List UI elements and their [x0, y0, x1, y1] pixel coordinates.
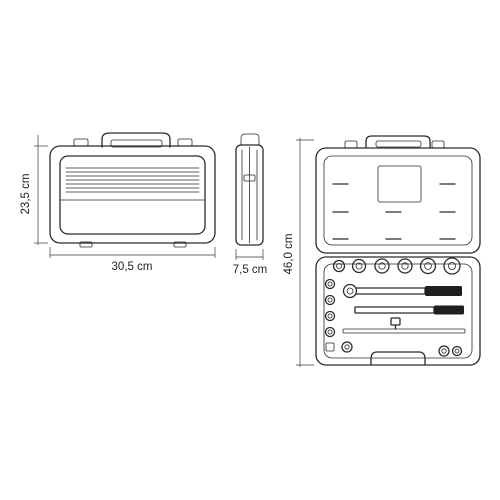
long-bar-icon	[342, 328, 466, 334]
socket-icon	[324, 326, 336, 338]
socket-row-bottom	[438, 345, 463, 357]
side-profile-handle	[240, 133, 260, 146]
closed-width-dimension: 30,5 cm	[49, 247, 216, 273]
socket-icon	[341, 341, 353, 353]
open-case-base	[315, 256, 481, 366]
closed-case-inner-panel	[59, 155, 206, 235]
closed-case-front-view	[49, 132, 216, 248]
closed-case-foot-left	[79, 241, 93, 248]
side-profile-outline	[235, 144, 264, 246]
socket-icon	[332, 259, 346, 273]
ratchet-icon	[342, 283, 462, 299]
open-case-base-handle	[370, 351, 426, 366]
socket-column-left	[324, 278, 353, 353]
open-case-lid-inner	[323, 155, 473, 246]
open-case-lid-handle	[365, 135, 431, 149]
socket-icon	[397, 258, 413, 274]
open-height-dimension: 46,0 cm	[283, 138, 314, 367]
open-case-view	[315, 135, 481, 366]
socket-icon	[451, 345, 463, 357]
open-case-lid	[315, 147, 481, 254]
closed-case-handle	[101, 132, 171, 148]
closed-case-foot-right	[173, 241, 187, 248]
depth-label: 7,5 cm	[233, 264, 268, 276]
socket-icon	[324, 278, 336, 290]
socket-icon	[324, 310, 336, 322]
closed-width-label: 30,5 cm	[112, 261, 153, 273]
closed-case-handle-grip	[110, 139, 163, 148]
socket-icon	[324, 294, 336, 306]
open-case-lid-marks	[332, 183, 456, 240]
socket-icon	[374, 258, 390, 274]
socket-icon	[419, 257, 437, 275]
extension-bar-icon	[354, 305, 464, 315]
socket-icon	[351, 258, 367, 274]
socket-icon	[438, 345, 450, 357]
adapter-icon	[390, 317, 401, 330]
closed-case-latch-right	[177, 138, 193, 147]
closed-height-label: 23,5 cm	[20, 174, 32, 215]
open-height-label: 46,0 cm	[283, 234, 295, 275]
side-profile-view	[235, 133, 264, 246]
closed-case-outline	[49, 145, 216, 244]
socket-row-top	[332, 257, 461, 275]
closed-case-latch-left	[73, 138, 89, 147]
closed-case-ribs	[65, 167, 200, 193]
closed-height-dimension: 23,5 cm	[20, 135, 48, 245]
open-case-lid-recess	[377, 165, 422, 203]
side-profile-latch	[243, 174, 256, 182]
depth-dimension: 7,5 cm	[233, 249, 268, 276]
socket-holder-icon	[325, 342, 335, 352]
socket-icon	[443, 257, 461, 275]
